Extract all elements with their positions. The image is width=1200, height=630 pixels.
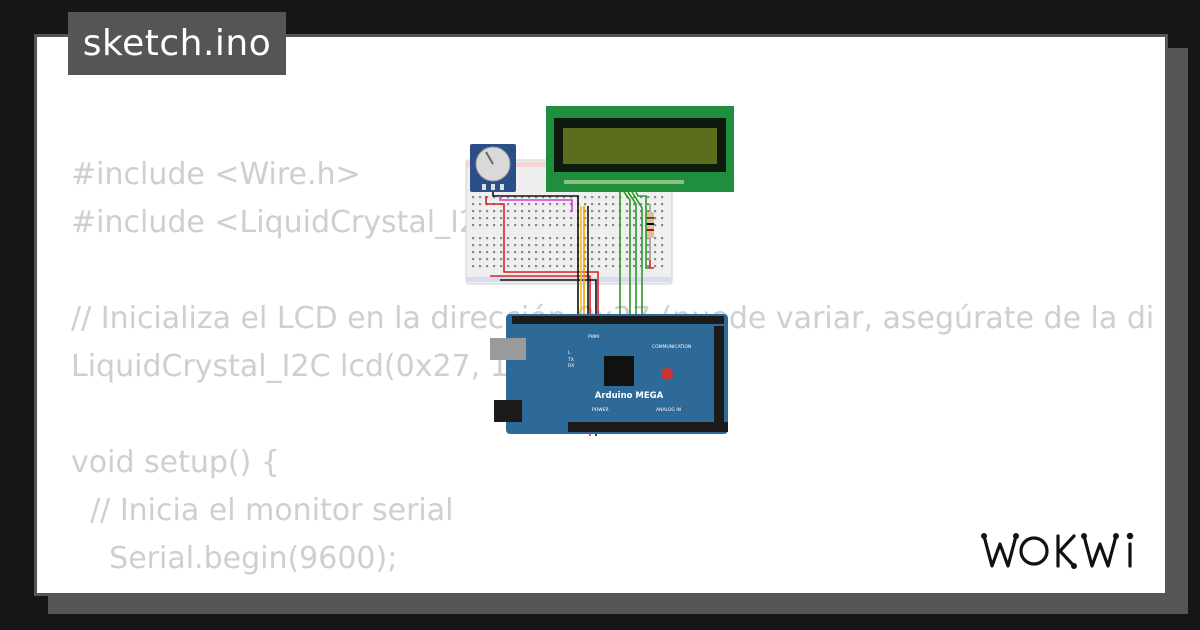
board-tx-label: TX (567, 357, 574, 363)
arduino-mega-icon: Arduino MEGA COMMUNICATION PWM POWER ANA… (490, 314, 728, 434)
file-title-tab: sketch.ino (68, 12, 286, 75)
resistor-icon (646, 204, 654, 260)
wokwi-logo-icon (981, 532, 1134, 569)
board-pwm-label: PWM (588, 334, 599, 340)
circuit-diagram: Arduino MEGA COMMUNICATION PWM POWER ANA… (465, 106, 734, 436)
code-line: Serial.begin(9600); (71, 541, 398, 576)
code-line: #include <Wire.h> (71, 157, 361, 192)
board-analog-label: ANALOG IN (656, 407, 681, 413)
potentiometer-icon (470, 144, 516, 192)
board-comm-label: COMMUNICATION (652, 344, 691, 350)
board-l-label: L (568, 350, 571, 356)
board-rx-label: RX (568, 363, 574, 369)
board-name: Arduino MEGA (595, 391, 664, 401)
board-power-label: POWER (592, 407, 609, 413)
code-line: // Inicia el monitor serial (71, 493, 454, 528)
code-line: void setup() { (71, 445, 280, 480)
lcd-display-icon (546, 106, 734, 192)
